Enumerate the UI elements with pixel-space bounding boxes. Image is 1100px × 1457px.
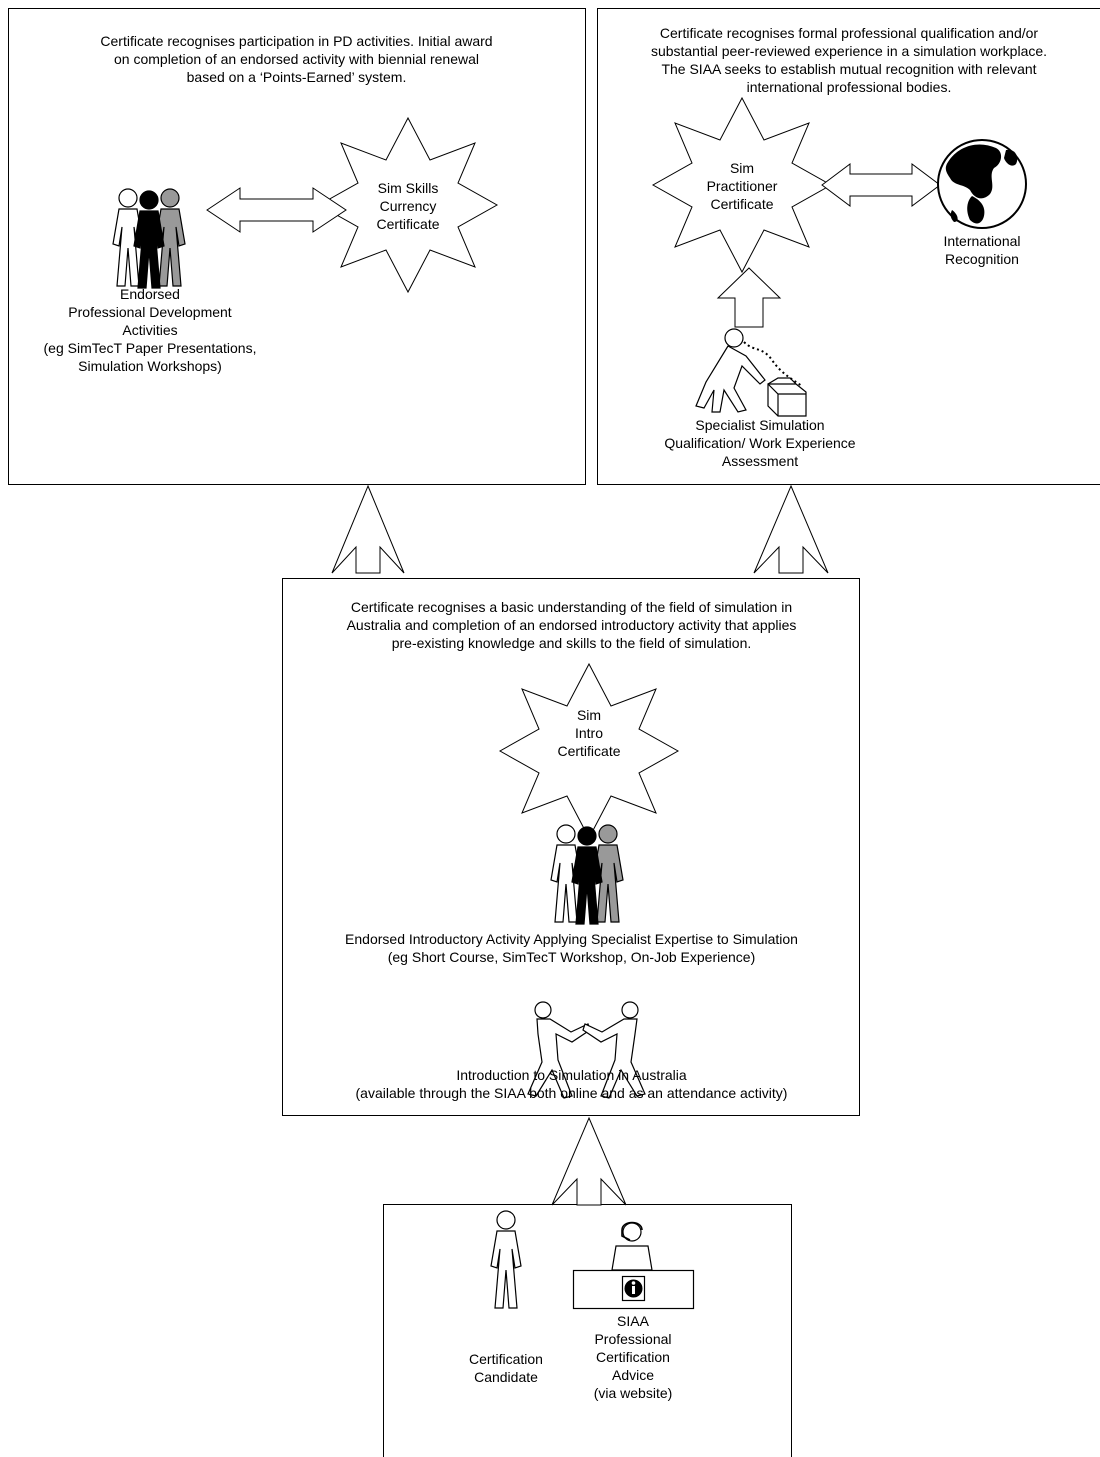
up-arrow-to-intro-box bbox=[551, 1116, 627, 1206]
pd-activities-label: Endorsed Professional Development Activi… bbox=[43, 286, 257, 374]
sim-intro-label: Sim Intro Certificate bbox=[557, 707, 621, 759]
pd-description: Certificate recognises participation in … bbox=[100, 33, 493, 85]
person-carrying-box-icon bbox=[695, 328, 807, 417]
practitioner-certificate-box bbox=[597, 8, 1100, 485]
certification-candidate-label: Certification Candidate bbox=[469, 1351, 543, 1385]
people-group-icon bbox=[550, 824, 624, 925]
practitioner-description: Certificate recognises formal profession… bbox=[650, 25, 1048, 95]
person-icon bbox=[490, 1210, 522, 1309]
double-arrow-star-to-globe bbox=[821, 163, 941, 207]
intro-description: Certificate recognises a basic understan… bbox=[346, 599, 797, 651]
people-group-icon bbox=[112, 188, 186, 289]
introductory-activity-label: Endorsed Introductory Activity Applying … bbox=[345, 931, 798, 965]
sim-practitioner-label: Sim Practitioner Certificate bbox=[706, 160, 778, 212]
sim-skills-currency-label: Sim Skills Currency Certificate bbox=[376, 180, 440, 232]
intro-certificate-box bbox=[282, 578, 860, 1116]
international-recognition-label: International Recognition bbox=[943, 233, 1021, 267]
double-arrow-pd-to-star bbox=[206, 187, 347, 233]
up-arrow-to-practitioner-box bbox=[753, 484, 829, 574]
intro-to-simulation-label: Introduction to Simulation in Australia … bbox=[355, 1067, 788, 1101]
sim-skills-currency-star bbox=[317, 116, 499, 294]
up-arrow-to-pd-box bbox=[331, 484, 405, 574]
sim-practitioner-star bbox=[651, 96, 833, 274]
globe-icon bbox=[937, 139, 1027, 229]
siaa-advice-label: SIAA Professional Certification Advice (… bbox=[593, 1313, 673, 1401]
handshake-icon bbox=[527, 1001, 646, 1099]
pd-certificate-box bbox=[8, 8, 586, 485]
up-arrow-to-practitioner-star bbox=[716, 267, 782, 328]
info-icon bbox=[621, 1275, 646, 1302]
qualification-assessment-label: Specialist Simulation Qualification/ Wor… bbox=[664, 417, 856, 469]
